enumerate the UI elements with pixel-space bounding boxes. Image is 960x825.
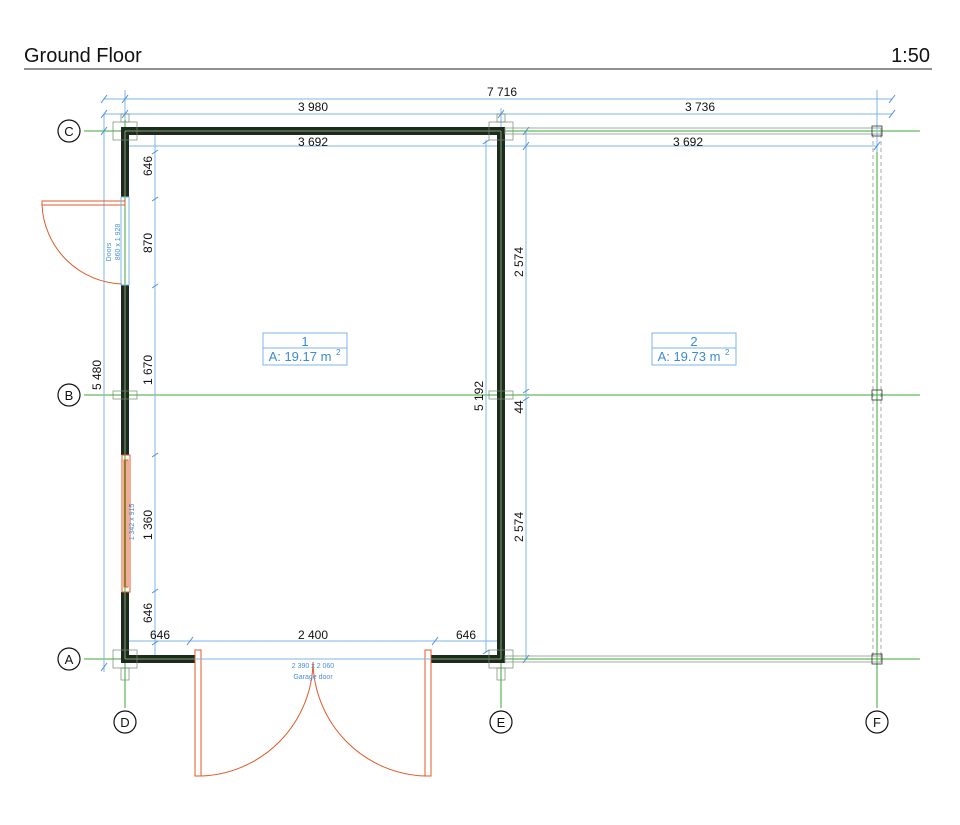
grid-bubble-a: A: [57, 647, 81, 671]
room-stamp-1: 1 A: 19.17 m 2: [262, 332, 348, 366]
dim-left-width: 3 980: [298, 100, 328, 114]
room-1-number: 1: [301, 334, 308, 349]
grid-label-f: F: [873, 715, 881, 730]
grid-bubble-b: B: [57, 383, 81, 407]
dim-right-width: 3 736: [685, 100, 715, 114]
dim-bottom-left: 646: [150, 628, 170, 642]
grid-bubble-f: F: [865, 710, 889, 734]
garage-door-label: Garage door: [293, 674, 333, 681]
window: [121, 454, 131, 593]
dimension-texts: 7 716 3 980 3 736 3 692 3 692 646 870 1 …: [90, 85, 715, 642]
grid-label-a: A: [65, 652, 74, 667]
dim-inner-left: 3 692: [298, 135, 328, 149]
grid-bubble-e: E: [489, 710, 513, 734]
dim-total-height: 5 480: [90, 360, 104, 390]
room-2-area-unit: 2: [725, 348, 730, 357]
dim-right-inner-height: 5 192: [472, 381, 486, 411]
grid-label-c: C: [64, 124, 73, 139]
dim-total-width: 7 716: [487, 85, 517, 99]
garage-door-size: 2 390 x 2 060: [292, 663, 335, 670]
dim-mid-lower: 2 574: [512, 512, 526, 542]
room-2-area: A: 19.73 m: [658, 349, 721, 364]
walls: [112, 113, 514, 681]
dim-left-window: 1 360: [141, 510, 155, 540]
dim-mid-upper: 2 574: [512, 247, 526, 277]
room-1-area-unit: 2: [336, 348, 341, 357]
window-size: 1 342 x 915: [129, 504, 136, 541]
dim-bottom-right: 646: [456, 628, 476, 642]
scale-label: 1:50: [891, 45, 930, 67]
garage-door: [194, 649, 432, 777]
side-door: [41, 196, 130, 286]
canopy-outline: [504, 125, 883, 665]
room-1-area: A: 19.17 m: [269, 349, 332, 364]
dim-left-top: 646: [141, 156, 155, 176]
dim-left-mid: 1 670: [141, 355, 155, 385]
grid-label-b: B: [65, 388, 74, 403]
room-stamp-2: 2 A: 19.73 m 2: [651, 332, 737, 366]
dim-inner-right: 3 692: [673, 135, 703, 149]
grid-label-d: D: [120, 715, 129, 730]
grid-bubble-d: D: [113, 710, 137, 734]
dim-mid-gap: 44: [512, 400, 526, 414]
page-title: Ground Floor: [24, 45, 142, 67]
dim-left-bottom: 646: [141, 603, 155, 623]
grid-bubble-c: C: [57, 119, 81, 143]
room-2-number: 2: [690, 334, 697, 349]
grid-label-e: E: [497, 715, 506, 730]
dim-left-door: 870: [141, 233, 155, 253]
door-size: 860 x 1 928: [115, 224, 122, 261]
door-label: Doors: [106, 242, 113, 261]
dim-bottom-garage: 2 400: [298, 628, 328, 642]
